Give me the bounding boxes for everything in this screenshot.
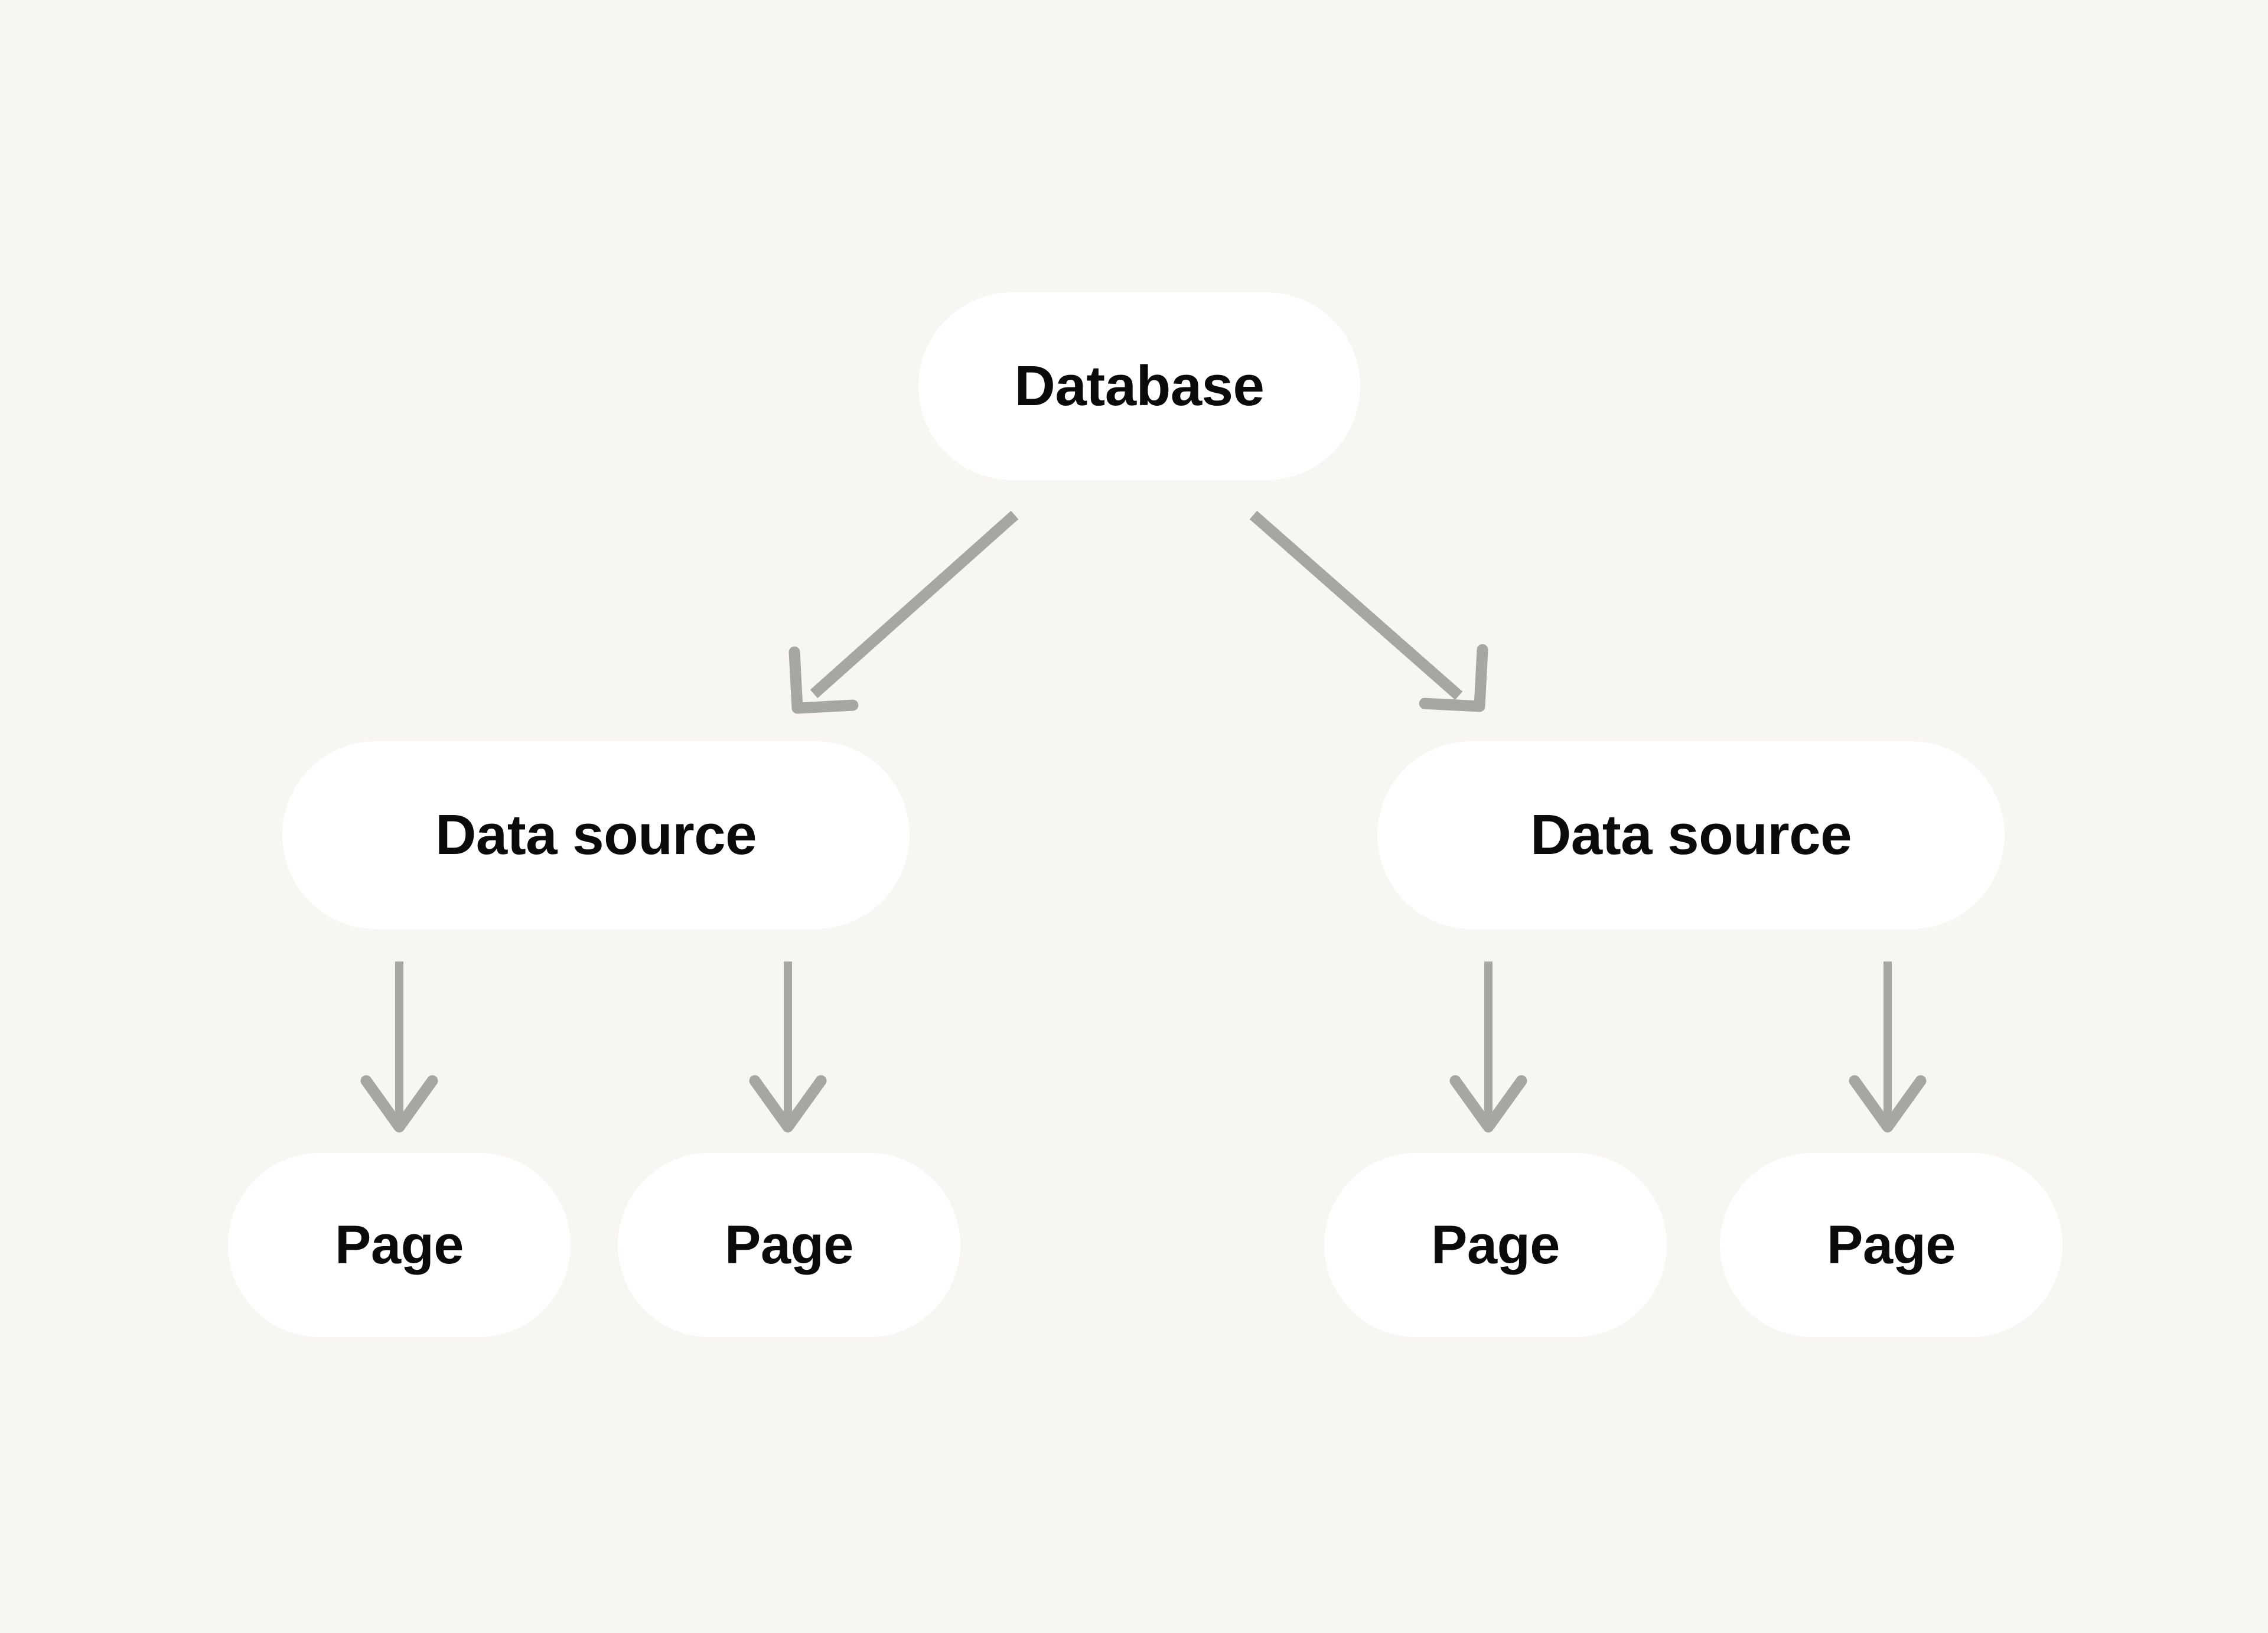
- node-data-source-1[interactable]: Data source: [282, 741, 910, 929]
- node-page-2-label: Page: [725, 1215, 853, 1275]
- edge-database-to-data-source-2: [1249, 510, 1488, 712]
- node-page-3-label: Page: [1431, 1215, 1560, 1275]
- edge-data-source-1-to-page-1: [360, 961, 438, 1133]
- node-database[interactable]: Database: [918, 292, 1360, 480]
- node-page-4-label: Page: [1827, 1215, 1956, 1275]
- node-page-2[interactable]: Page: [618, 1153, 960, 1337]
- node-page-3[interactable]: Page: [1324, 1153, 1667, 1337]
- node-page-1[interactable]: Page: [228, 1153, 571, 1337]
- node-data-source-1-label: Data source: [435, 803, 757, 866]
- edge-data-source-2-to-page-3: [1449, 961, 1527, 1133]
- node-database-label: Database: [1014, 354, 1265, 418]
- node-data-source-2-label: Data source: [1530, 803, 1852, 866]
- edge-database-to-data-source-1: [788, 510, 1019, 714]
- node-page-4[interactable]: Page: [1720, 1153, 2062, 1337]
- edge-data-source-1-to-page-2: [749, 961, 827, 1133]
- node-data-source-2[interactable]: Data source: [1377, 741, 2005, 929]
- edge-data-source-2-to-page-4: [1849, 961, 1927, 1133]
- node-page-1-label: Page: [335, 1215, 464, 1275]
